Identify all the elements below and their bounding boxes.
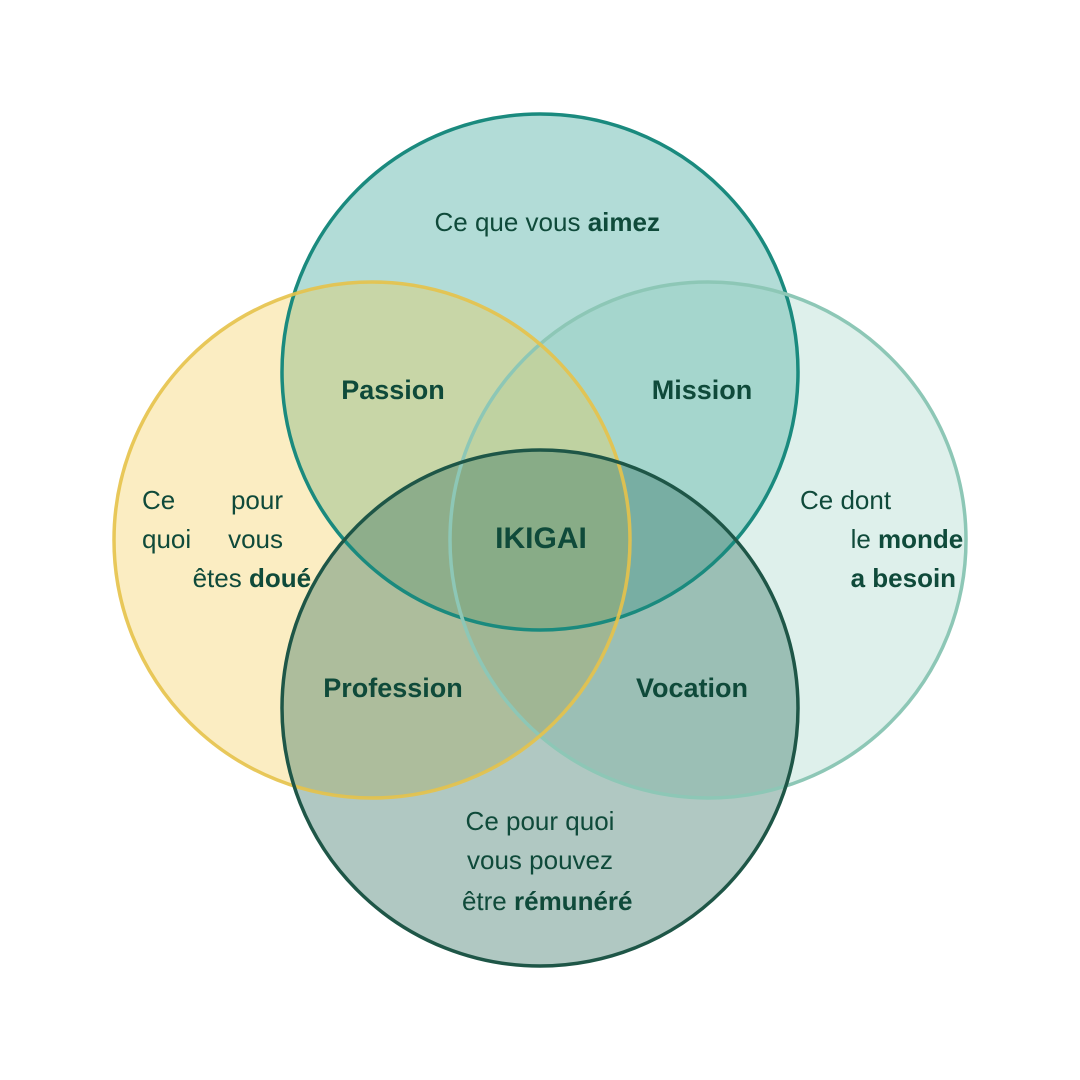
label-doue-line2-a: quoi — [142, 524, 191, 554]
label-monde-line1: Ce dont — [800, 485, 892, 515]
circle-monde-besoin — [450, 282, 966, 798]
label-remunere-line1: Ce pour quoi — [466, 806, 615, 836]
label-doue-line2-b: vous — [228, 524, 283, 554]
circle-outlines — [112, 112, 968, 968]
label-monde-line2: le monde — [800, 524, 999, 554]
circle-monde-besoin-outline — [448, 280, 968, 800]
circle-remunere — [282, 450, 798, 966]
label-profession: Profession — [323, 673, 463, 703]
label-mission: Mission — [652, 375, 753, 405]
label-monde-line3: a besoin — [800, 563, 992, 593]
label-doue: Ce pour quoi vous êtes doué — [142, 485, 347, 593]
circle-remunere-outline — [280, 448, 800, 968]
label-ikigai: IKIGAI — [495, 522, 587, 555]
label-aimez: Ce que vous aimez — [398, 207, 681, 237]
label-remunere: Ce pour quoi vous pouvez être rémunéré — [411, 806, 668, 916]
label-remunere-line2: vous pouvez — [467, 845, 613, 875]
circle-aimez-outline — [280, 112, 800, 632]
circle-aimez — [282, 114, 798, 630]
circle-fills — [114, 114, 966, 966]
label-doue-line1-b: pour — [231, 485, 283, 515]
circle-doue-outline — [112, 280, 632, 800]
label-vocation: Vocation — [636, 673, 748, 703]
label-remunere-line3: être rémunéré — [411, 886, 668, 916]
circle-doue — [114, 282, 630, 798]
label-passion: Passion — [341, 375, 445, 405]
label-doue-line3: êtes doué — [142, 563, 347, 593]
label-doue-line1-a: Ce — [142, 485, 175, 515]
label-monde-besoin: Ce dont le monde a besoin — [800, 485, 999, 593]
